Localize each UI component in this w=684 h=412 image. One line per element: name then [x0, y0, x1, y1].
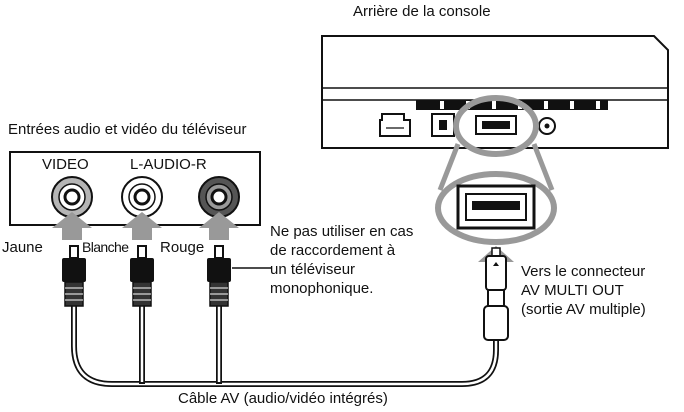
audio-input-label: L-AUDIO-R — [130, 156, 207, 173]
optical-port-icon — [431, 113, 455, 137]
connector-note-line: Vers le connecteur — [521, 263, 646, 280]
av-multi-out-port-icon — [475, 115, 517, 135]
red-plug-label: Rouge — [160, 239, 205, 256]
connector-note-line: AV MULTI OUT — [521, 282, 624, 299]
mono-note-line: un téléviseur — [270, 261, 356, 278]
yellow-plug-label: Jaune — [2, 239, 43, 256]
red-jack-icon — [198, 176, 240, 218]
mono-note-line: de raccordement à — [270, 242, 396, 259]
video-input-label: VIDEO — [42, 156, 89, 173]
tv-panel-caption: Entrées audio et vidéo du téléviseur — [8, 121, 247, 138]
mono-note-line: Ne pas utiliser en cas — [270, 223, 414, 240]
connector-magnifier — [435, 95, 557, 245]
ethernet-port-icon — [379, 113, 411, 137]
connector-note-line: (sortie AV multiple) — [521, 301, 646, 318]
red-plug-icon — [207, 245, 231, 307]
mono-note-line: monophonique. — [270, 280, 374, 297]
yellow-jack-icon — [51, 176, 93, 218]
insertion-arrow-icon — [52, 212, 239, 240]
white-jack-icon — [121, 176, 163, 218]
mono-note: Ne pas utiliser en cas de raccordement à… — [270, 222, 413, 298]
white-plug-icon — [130, 245, 154, 307]
dc-power-port-icon — [538, 117, 556, 135]
yellow-plug-icon — [62, 245, 86, 307]
cable-caption: Câble AV (audio/vidéo intégrés) — [178, 390, 388, 407]
connector-note: Vers le connecteur AV MULTI OUT (sortie … — [521, 262, 646, 319]
av-cable — [71, 306, 499, 387]
white-plug-label: Blanche — [82, 239, 129, 255]
av-multi-plug-icon — [478, 246, 514, 341]
console-caption: Arrière de la console — [353, 3, 491, 20]
